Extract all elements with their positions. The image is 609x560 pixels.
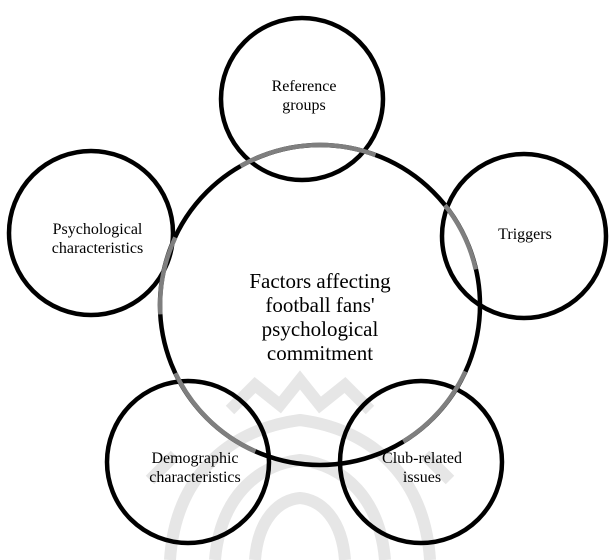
node-club-related-issues: Club-related issues bbox=[382, 450, 462, 487]
reference-groups-circle bbox=[218, 15, 386, 183]
node-reference-groups: Reference groups bbox=[271, 78, 337, 115]
center-circle-overlap-arcs bbox=[157, 142, 478, 454]
center-title: Factors affecting football fans' psychol… bbox=[249, 269, 391, 366]
watermark-seal bbox=[145, 370, 455, 560]
club-related-circle bbox=[337, 378, 505, 546]
demographic-circle bbox=[104, 378, 272, 546]
node-psychological-characteristics: Psychological characteristics bbox=[51, 221, 144, 258]
node-triggers: Triggers bbox=[498, 226, 552, 243]
node-demographic-characteristics: Demographic characteristics bbox=[149, 450, 241, 487]
triggers-circle bbox=[439, 151, 609, 321]
psychological-circle bbox=[6, 148, 176, 318]
